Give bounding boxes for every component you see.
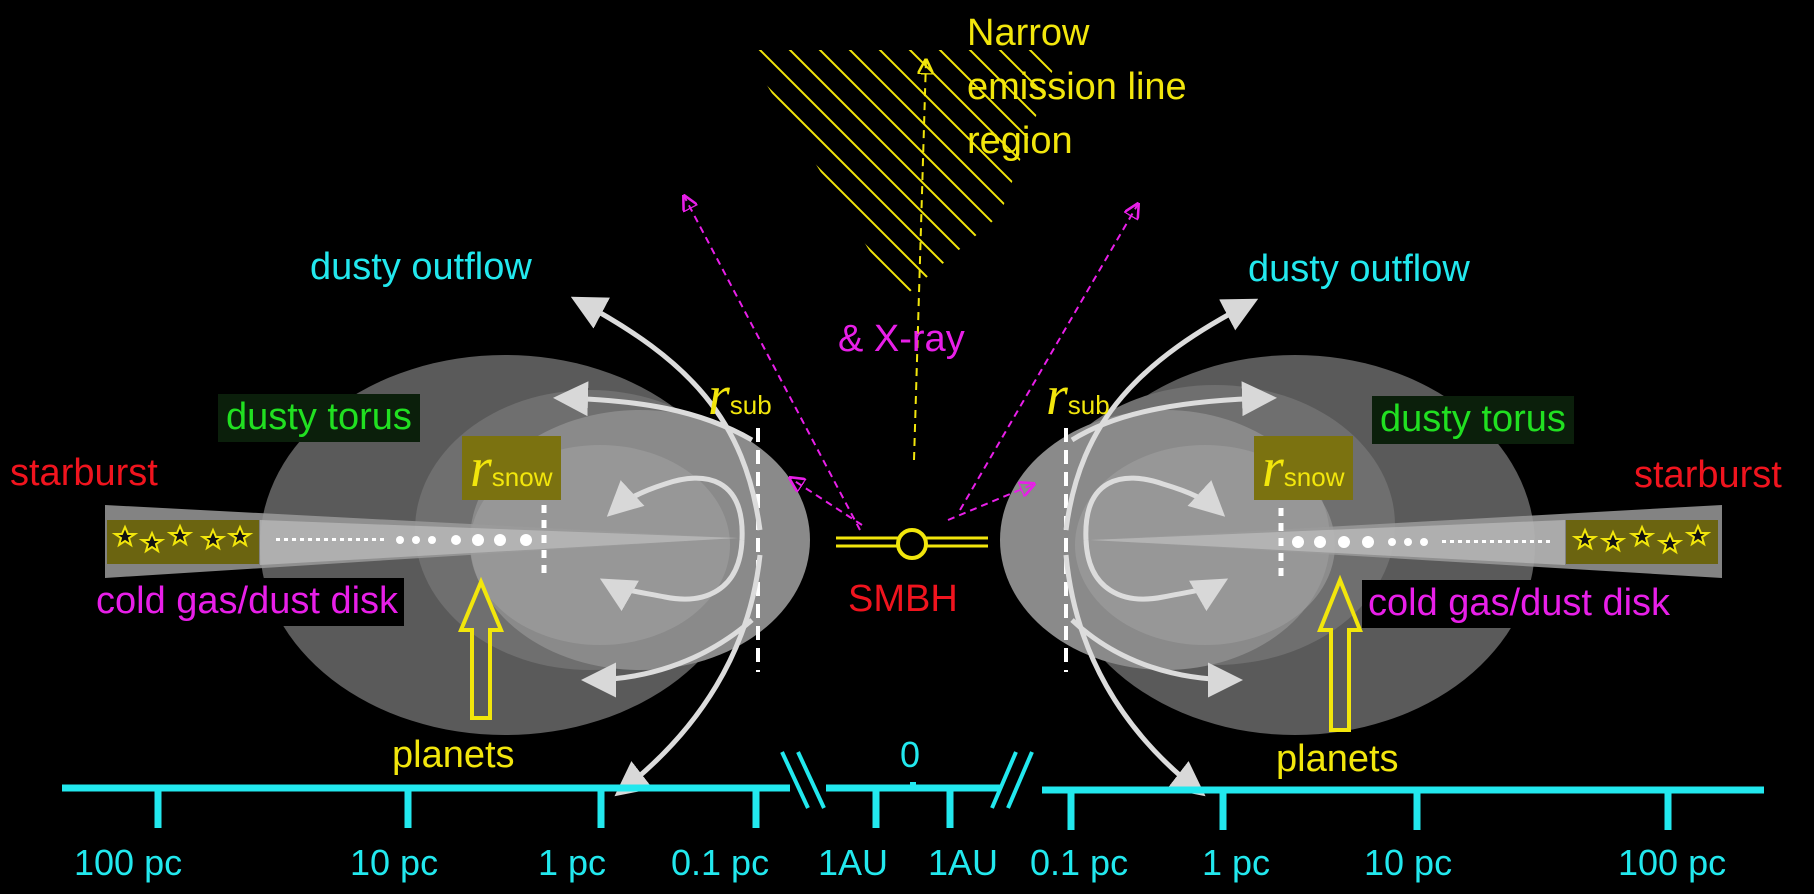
left-structure (105, 296, 810, 797)
tick-label-right-10pc: 10 pc (1364, 842, 1453, 883)
right-cold-disk-inner (1090, 520, 1565, 565)
rsnow-right-label: rsnow (1254, 436, 1353, 501)
right-starburst-stars (1571, 523, 1712, 555)
smbh-label: SMBH (848, 578, 958, 620)
smbh-symbol (836, 528, 988, 560)
star-icon (226, 524, 254, 548)
planets-right-label: planets (1276, 738, 1399, 780)
planets-left-label: planets (392, 734, 515, 776)
dusty-outflow-right-label: dusty outflow (1248, 248, 1470, 290)
starburst-right-label: starburst (1634, 454, 1782, 496)
right-dust-dots (1292, 536, 1550, 548)
xray-label: & X-ray (838, 318, 965, 360)
right-structure (1000, 298, 1722, 797)
narrow-line-region-label: Narrow emission line region (967, 6, 1187, 168)
radiation-arrows (684, 196, 1138, 531)
rsnow-right-subscript: snow (1283, 462, 1345, 492)
right-outflow-arrows (1063, 298, 1277, 797)
cold-disk-left-label: cold gas/dust disk (90, 578, 405, 626)
rsub-right-symbol: r (1046, 365, 1068, 427)
star-icon (1599, 529, 1627, 553)
axis-zero-label: 0 (900, 734, 921, 775)
rsub-left-subscript: sub (729, 390, 772, 420)
rsnow-left-label: rsnow (462, 436, 561, 501)
tick-label-right-1pc: 1 pc (1202, 842, 1271, 883)
rsnow-right-symbol: r (1262, 437, 1284, 499)
star-icon (1656, 531, 1684, 555)
star-icon (111, 524, 139, 548)
right-planets-arrow (1317, 574, 1363, 732)
left-dust-dots (276, 534, 532, 546)
tick-label-left-1pc: 1 pc (538, 842, 607, 883)
tick-label-right-100pc: 100 pc (1618, 842, 1727, 883)
star-icon (199, 527, 227, 551)
axis-breaks (780, 751, 1034, 809)
starburst-left-label: starburst (10, 452, 158, 494)
star-icon (1684, 523, 1712, 547)
rsub-left-label: rsub (708, 364, 772, 428)
cold-disk-right-label: cold gas/dust disk (1362, 580, 1677, 628)
star-icon (166, 523, 194, 547)
black-hole-icon (896, 528, 928, 560)
scale-axis (62, 782, 1764, 830)
narrow-line-label-line1: Narrow (967, 12, 1090, 54)
tick-label-left-10pc: 10 pc (350, 842, 439, 883)
rsub-left-symbol: r (708, 365, 730, 427)
narrow-line-region-hatching (745, 50, 1060, 300)
rsnow-left-subscript: snow (491, 462, 553, 492)
tick-label-right-1au: 1AU (928, 842, 999, 883)
star-icon (1571, 527, 1599, 551)
narrow-line-label-line3: region (967, 120, 1073, 162)
star-icon (138, 530, 166, 554)
narrow-line-label-line2: emission line (967, 66, 1187, 108)
rsub-right-subscript: sub (1067, 390, 1110, 420)
left-starburst-stars (111, 523, 254, 554)
left-planets-arrow (458, 576, 504, 720)
left-outflow-arrows (553, 296, 763, 797)
tick-label-left-100pc: 100 pc (74, 842, 183, 883)
dusty-torus-right-label: dusty torus (1372, 396, 1574, 444)
dusty-outflow-left-label: dusty outflow (310, 246, 532, 288)
rsub-right-label: rsub (1046, 364, 1110, 428)
tick-label-left-0.1pc: 0.1 pc (671, 842, 770, 883)
dusty-torus-left-label: dusty torus (218, 394, 420, 442)
rsnow-left-symbol: r (470, 437, 492, 499)
tick-label-left-1au: 1AU (818, 842, 889, 883)
nlr-ionization-arrow (913, 60, 926, 461)
star-icon (1628, 524, 1656, 548)
tick-label-right-0.1pc: 0.1 pc (1030, 842, 1129, 883)
